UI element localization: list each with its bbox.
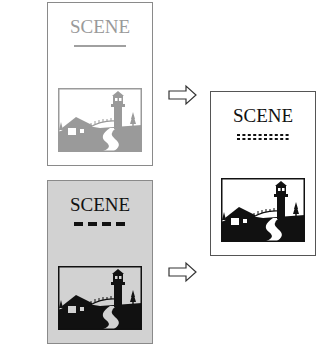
document-page: SCENE xyxy=(47,180,153,344)
block-arrow xyxy=(169,263,196,281)
block-arrow xyxy=(169,86,196,104)
page-heading: SCENE xyxy=(48,16,152,38)
document-page: SCENE xyxy=(210,91,316,256)
document-page: SCENE xyxy=(47,2,153,166)
page-heading: SCENE xyxy=(211,105,315,127)
page-heading: SCENE xyxy=(48,194,152,216)
